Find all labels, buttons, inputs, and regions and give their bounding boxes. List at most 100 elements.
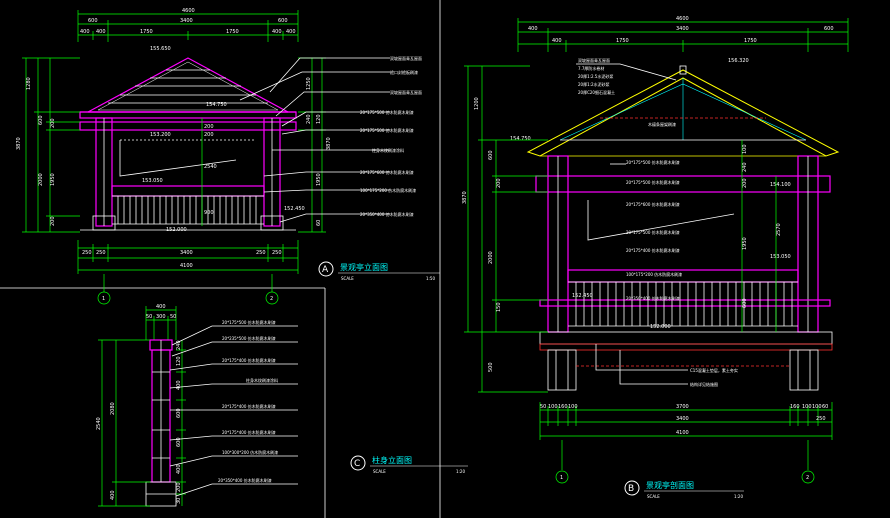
drawing-label: 20厚C20细石混凝土 [578, 89, 615, 95]
viewport-frames [0, 0, 441, 518]
drawing-label: 4600 [676, 16, 689, 22]
drawing-label: 4100 [180, 263, 193, 269]
elevation-roof [79, 57, 297, 119]
drawing-label: 600 [824, 26, 834, 32]
drawing-label: 100 [568, 404, 578, 410]
drawing-label: 1:20 [734, 494, 743, 499]
column-notes: 20*175*500 仿木防腐木刷漆 20*235*500 仿木防腐木刷漆 20… [169, 319, 298, 497]
drawing-label: 20*175*600 仿木防腐木刷漆 [626, 201, 680, 207]
drawing-label: 3870 [326, 137, 332, 150]
drawing-label: 20*175*500 仿木防腐木刷漆 [626, 159, 680, 165]
drawing-label: 3400 [180, 18, 193, 24]
drawing-label: 20*175*500 仿木防腐木刷漆 [360, 109, 414, 115]
section-inner-dimensions: 100 240 200 1950 600 2570 [741, 140, 782, 332]
drawing-label: 1250 [306, 77, 312, 90]
drawing-label: 155.650 [150, 46, 171, 52]
drawing-label: 100*300*200 仿木防腐木刷漆 [222, 449, 278, 455]
drawing-label: 400 [156, 304, 166, 310]
drawing-label: 1950 [742, 237, 748, 250]
section-notes: 双坡屋面青瓦屋面 7.7厚防水卷材 20厚1:2.5水泥砂浆 20厚1:2水泥砂… [576, 57, 738, 387]
drawing-label: 200 [496, 178, 502, 188]
drawing-label: 木檩条屋架刷漆 [648, 121, 676, 127]
drawing-label: 60 [822, 404, 828, 410]
drawing-label: 20*350*400 仿木防腐木刷漆 [626, 295, 680, 301]
column-title-block: C 柱身立面图 SCALE 1:20 [350, 455, 468, 474]
elevation-marker: A [322, 265, 329, 275]
drawing-label: 240 [742, 162, 748, 172]
drawing-label: 400 [552, 38, 562, 44]
drawing-label: 250 [816, 416, 826, 422]
drawing-label: 250 [82, 250, 92, 256]
axis-1-label: 1 [102, 296, 105, 302]
elevation-frame [79, 117, 297, 231]
drawing-label: 3700 [676, 404, 689, 410]
drawing-label: 30 [176, 498, 182, 504]
drawing-label: 双坡屋面青瓦屋面 [390, 55, 422, 61]
drawing-label: 1950 [316, 173, 322, 186]
elevation-railing [112, 195, 264, 225]
drawing-label: 3870 [16, 137, 22, 150]
drawing-label: 153.200 [150, 132, 171, 138]
drawing-label: 400 [528, 26, 538, 32]
column-marker: C [354, 459, 360, 469]
elevation-left-dimensions: 1280 600 200 3870 2000 1950 200 [16, 57, 80, 233]
drawing-label: SCALE [341, 276, 354, 281]
column-right-dimensions: 240 120 400 600 600 400 200 30 [176, 340, 186, 506]
drawing-label: 250 [256, 250, 266, 256]
drawing-label: 2570 [776, 223, 782, 236]
elevation-top-dimensions: 4600 600 3400 600 400 400 1750 1750 400 … [77, 8, 299, 42]
drawing-label: 3400 [180, 250, 193, 256]
drawing-label: 1280 [26, 77, 32, 90]
drawing-label: 100 [742, 144, 748, 154]
elevation-drawing: 4600 600 3400 600 400 400 1750 1750 400 … [16, 8, 440, 305]
drawing-label: 400 [110, 490, 116, 500]
drawing-label: 400 [286, 29, 296, 35]
section-roof [526, 65, 840, 157]
drawing-label: 1950 [50, 173, 56, 186]
drawing-label: 154.750 [206, 102, 227, 108]
drawing-label: 20*175*400 仿木防腐木刷漆 [222, 357, 276, 363]
drawing-label: 600 [488, 150, 494, 160]
drawing-label: 4100 [676, 430, 689, 436]
drawing-label: 600 [742, 298, 748, 308]
drawing-label: 20*350*400 仿木防腐木刷漆 [218, 477, 272, 483]
drawing-label: 100*175*200 仿木防腐木刷漆 [360, 187, 416, 193]
drawing-label: 240 [176, 340, 182, 350]
drawing-label: 600 [38, 115, 44, 125]
drawing-label: 50 [170, 314, 176, 320]
drawing-label: 400 [176, 380, 182, 390]
section-marker: B [628, 484, 634, 494]
drawing-label: 400 [272, 29, 282, 35]
drawing-label: 600 [176, 437, 182, 447]
drawing-label: 200 [742, 178, 748, 188]
drawing-label: 20*175*400 仿木防腐木刷漆 [222, 429, 276, 435]
drawing-label: 152.450 [284, 206, 305, 212]
drawing-label: 154.750 [510, 136, 531, 142]
drawing-label: 20*175*500 仿木防腐木刷漆 [626, 229, 680, 235]
drawing-label: 240 [306, 114, 312, 124]
drawing-label: 120 [316, 114, 322, 124]
axis-2-label: 2 [270, 296, 273, 302]
drawing-label: 1200 [474, 97, 480, 110]
drawing-label: 100 [548, 404, 558, 410]
drawing-label: 200 [50, 118, 56, 128]
drawing-label: 1:50 [426, 276, 435, 281]
drawing-label: 3870 [462, 191, 468, 204]
drawing-label: 20*175*400 仿木防腐木刷漆 [626, 247, 680, 253]
drawing-label: SCALE [647, 494, 660, 499]
elevation-levels: 155.650 154.750 153.200 153.050 152.450 … [142, 46, 305, 233]
drawing-label: 500 [488, 362, 494, 372]
drawing-label: 柱身木纹刷漆涂料 [246, 377, 278, 383]
drawing-label: 1750 [616, 38, 629, 44]
drawing-label: 2000 [38, 173, 44, 186]
drawing-label: 200 [176, 482, 182, 492]
drawing-label: 1750 [226, 29, 239, 35]
drawing-label: 1:20 [456, 469, 465, 474]
drawing-label: 3400 [676, 26, 689, 32]
drawing-label: 20*175*400 仿木防腐木刷漆 [222, 403, 276, 409]
section-drawing: 4600 400 3400 600 1750 1750 400 [462, 16, 849, 499]
drawing-label: 900 [204, 210, 214, 216]
section-title: 景观亭剖面图 [646, 480, 694, 490]
drawing-label: 400 [80, 29, 90, 35]
drawing-label: 152.000 [166, 227, 187, 233]
